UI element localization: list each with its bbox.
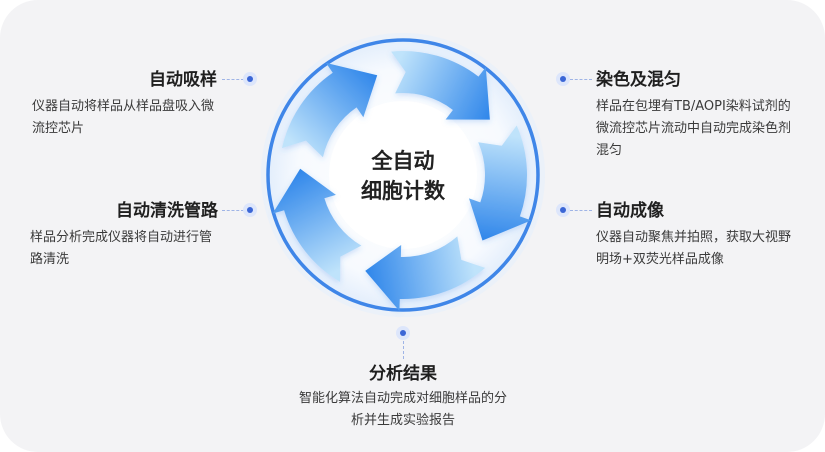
connector-line <box>222 210 244 211</box>
cycle-arrow <box>468 125 532 241</box>
connector-dot <box>556 203 570 217</box>
inner-disc <box>329 101 477 249</box>
step-title: 自动成像 <box>596 201 664 221</box>
cycle-arrow <box>281 62 378 158</box>
cycle-arrow <box>272 168 362 282</box>
step-description: 仪器自动聚焦并拍照，获取大视野明场+双荧光样品成像 <box>596 230 792 267</box>
connector-line <box>570 79 592 80</box>
center-title-line1: 全自动 <box>371 149 435 173</box>
connector-line <box>570 210 592 211</box>
center-title-line2: 细胞计数 <box>361 179 445 203</box>
step-title: 自动吸样 <box>149 70 217 90</box>
step-description: 样品分析完成仪器将自动进行管路清洗 <box>30 230 213 267</box>
step-auto-sampling: 自动吸样 仪器自动将样品从样品盘吸入微流控芯片 <box>32 68 217 140</box>
connector-dot <box>243 72 257 86</box>
center-title: 全自动 细胞计数 <box>343 146 463 206</box>
connector-dot <box>243 203 257 217</box>
step-title: 分析结果 <box>369 364 437 384</box>
step-auto-imaging: 自动成像 仪器自动聚焦并拍照，获取大视野明场+双荧光样品成像 <box>596 199 796 271</box>
step-title: 自动清洗管路 <box>116 201 218 221</box>
step-analysis-result: 分析结果 智能化算法自动完成对细胞样品的分析并生成实验报告 <box>298 362 508 432</box>
connector-line <box>403 341 404 359</box>
step-title: 染色及混匀 <box>596 70 681 90</box>
connector-dot <box>396 326 410 340</box>
step-staining-mixing: 染色及混匀 样品在包埋有TB/AOPI染料试剂的微流控芯片流动中自动完成染色剂混… <box>596 68 792 162</box>
step-auto-cleaning: 自动清洗管路 样品分析完成仪器将自动进行管路清洗 <box>30 199 218 271</box>
cycle-arrow <box>365 236 486 311</box>
cycle-arrow <box>391 50 490 120</box>
connector-dot <box>556 72 570 86</box>
step-description: 仪器自动将样品从样品盘吸入微流控芯片 <box>32 99 215 136</box>
step-description: 样品在包埋有TB/AOPI染料试剂的微流控芯片流动中自动完成染色剂混匀 <box>596 99 792 158</box>
step-description: 智能化算法自动完成对细胞样品的分析并生成实验报告 <box>298 391 507 428</box>
connector-line <box>222 79 244 80</box>
